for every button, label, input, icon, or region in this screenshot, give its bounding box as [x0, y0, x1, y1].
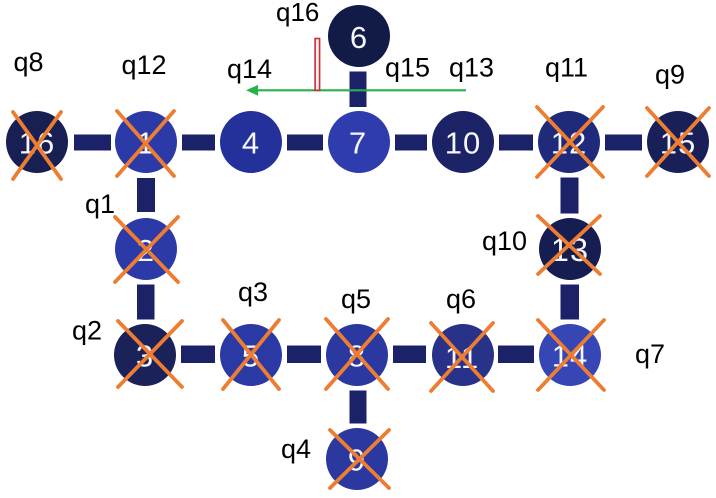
svg-text:q14: q14	[227, 54, 272, 84]
svg-text:6: 6	[350, 20, 368, 55]
svg-text:q11: q11	[545, 53, 588, 83]
svg-text:q8: q8	[14, 47, 44, 77]
svg-text:q16: q16	[276, 0, 319, 27]
svg-text:q13: q13	[449, 53, 494, 83]
svg-text:q12: q12	[122, 50, 167, 80]
svg-text:q1: q1	[85, 189, 115, 219]
svg-text:4: 4	[242, 126, 260, 161]
svg-text:q7: q7	[635, 339, 665, 369]
svg-text:q6: q6	[446, 284, 476, 314]
svg-text:q4: q4	[281, 434, 311, 464]
svg-text:q10: q10	[482, 226, 527, 256]
svg-text:q5: q5	[341, 284, 371, 314]
svg-text:q15: q15	[385, 53, 430, 83]
svg-text:q2: q2	[72, 316, 102, 346]
svg-text:q3: q3	[238, 277, 268, 307]
svg-text:7: 7	[349, 126, 367, 161]
svg-text:13: 13	[551, 232, 589, 268]
svg-text:10: 10	[445, 126, 481, 161]
svg-text:q9: q9	[655, 60, 685, 90]
